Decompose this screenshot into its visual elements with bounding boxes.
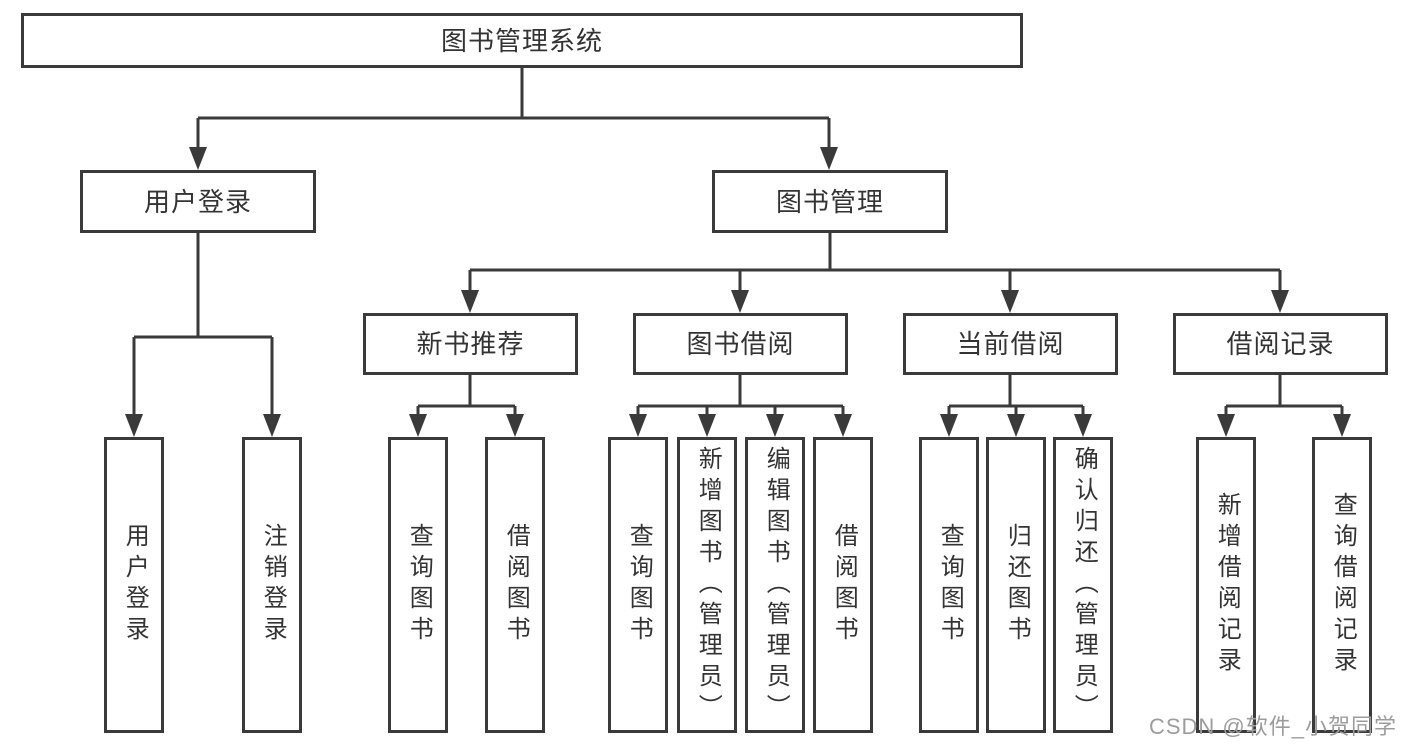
node-current-borrowing-label: 当前借阅 xyxy=(956,329,1065,359)
arrowhead-icon xyxy=(731,290,749,313)
arrowhead-icon xyxy=(1001,290,1019,313)
connector-records-to-leaves xyxy=(1217,375,1351,437)
leaf-records-add-record-label: 新增借阅记录 xyxy=(1213,492,1241,678)
arrowhead-icon xyxy=(1333,414,1351,437)
leaf-current-return-books-label: 归还图书 xyxy=(1003,523,1031,647)
leaf-borrowing-query-books-label: 查询图书 xyxy=(625,523,653,647)
leaf-newbooks-query-books-label: 查询图书 xyxy=(405,523,433,647)
connector-newbooks-to-leaves xyxy=(409,375,524,437)
leaf-user-login: 用户登录 xyxy=(104,437,164,733)
node-new-book-recommend-label: 新书推荐 xyxy=(416,329,525,359)
leaf-current-query-books-label: 查询图书 xyxy=(936,523,964,647)
leaf-borrowing-borrow-books: 借阅图书 xyxy=(813,437,873,733)
arrowhead-icon xyxy=(1271,290,1289,313)
arrowhead-icon xyxy=(125,414,143,437)
node-root-label: 图书管理系统 xyxy=(440,25,603,56)
leaf-records-query-record: 查询借阅记录 xyxy=(1312,437,1372,733)
arrowhead-icon xyxy=(1074,414,1092,437)
arrowhead-icon xyxy=(766,414,784,437)
leaf-borrowing-edit-books-admin: 编辑图书（管理员） xyxy=(745,437,805,733)
leaf-newbooks-borrow-books: 借阅图书 xyxy=(485,437,545,733)
connector-current-to-leaves xyxy=(940,375,1092,437)
arrowhead-icon xyxy=(461,290,479,313)
leaf-borrowing-borrow-books-label: 借阅图书 xyxy=(830,523,858,647)
leaf-borrowing-add-books-admin-label: 新增图书（管理员） xyxy=(694,445,722,725)
leaf-current-confirm-return-admin: 确认归还（管理员） xyxy=(1053,437,1113,733)
leaf-borrowing-edit-books-admin-label: 编辑图书（管理员） xyxy=(762,445,790,725)
arrowhead-icon xyxy=(409,414,427,437)
arrowhead-icon xyxy=(263,414,281,437)
node-user-login-label: 用户登录 xyxy=(143,186,252,217)
arrowhead-icon xyxy=(834,414,852,437)
leaf-newbooks-borrow-books-label: 借阅图书 xyxy=(502,523,530,647)
node-book-borrowing: 图书借阅 xyxy=(633,313,848,375)
node-current-borrowing: 当前借阅 xyxy=(903,313,1118,375)
leaf-records-query-record-label: 查询借阅记录 xyxy=(1329,492,1357,678)
leaf-logout-label: 注销登录 xyxy=(259,523,287,647)
node-book-management-label: 图书管理 xyxy=(775,186,884,217)
connector-login-to-leaves xyxy=(125,233,281,437)
connector-root-to-level2 xyxy=(189,68,838,170)
node-borrow-records-label: 借阅记录 xyxy=(1226,329,1335,359)
leaf-newbooks-query-books: 查询图书 xyxy=(388,437,448,733)
connector-borrowing-to-leaves xyxy=(629,375,852,437)
arrowhead-icon xyxy=(189,147,207,170)
leaf-current-return-books: 归还图书 xyxy=(986,437,1046,733)
connector-management-to-level3 xyxy=(461,233,1289,313)
node-borrow-records: 借阅记录 xyxy=(1173,313,1388,375)
node-book-borrowing-label: 图书借阅 xyxy=(686,329,795,359)
leaf-user-login-label: 用户登录 xyxy=(121,523,149,647)
leaf-borrowing-query-books: 查询图书 xyxy=(608,437,668,733)
arrowhead-icon xyxy=(506,414,524,437)
node-new-book-recommend: 新书推荐 xyxy=(363,313,578,375)
arrowhead-icon xyxy=(629,414,647,437)
leaf-logout: 注销登录 xyxy=(242,437,302,733)
arrowhead-icon xyxy=(1007,414,1025,437)
arrowhead-icon xyxy=(1217,414,1235,437)
arrowhead-icon xyxy=(940,414,958,437)
leaf-borrowing-add-books-admin: 新增图书（管理员） xyxy=(677,437,737,733)
leaf-records-add-record: 新增借阅记录 xyxy=(1196,437,1256,733)
leaf-current-confirm-return-admin-label: 确认归还（管理员） xyxy=(1070,445,1098,725)
csdn-watermark: CSDN @软件_小贺同学 xyxy=(1148,714,1397,739)
node-user-login: 用户登录 xyxy=(80,170,316,233)
arrowhead-icon xyxy=(820,147,838,170)
node-root: 图书管理系统 xyxy=(21,13,1023,68)
leaf-current-query-books: 查询图书 xyxy=(919,437,979,733)
arrowhead-icon xyxy=(698,414,716,437)
node-book-management: 图书管理 xyxy=(712,170,948,233)
